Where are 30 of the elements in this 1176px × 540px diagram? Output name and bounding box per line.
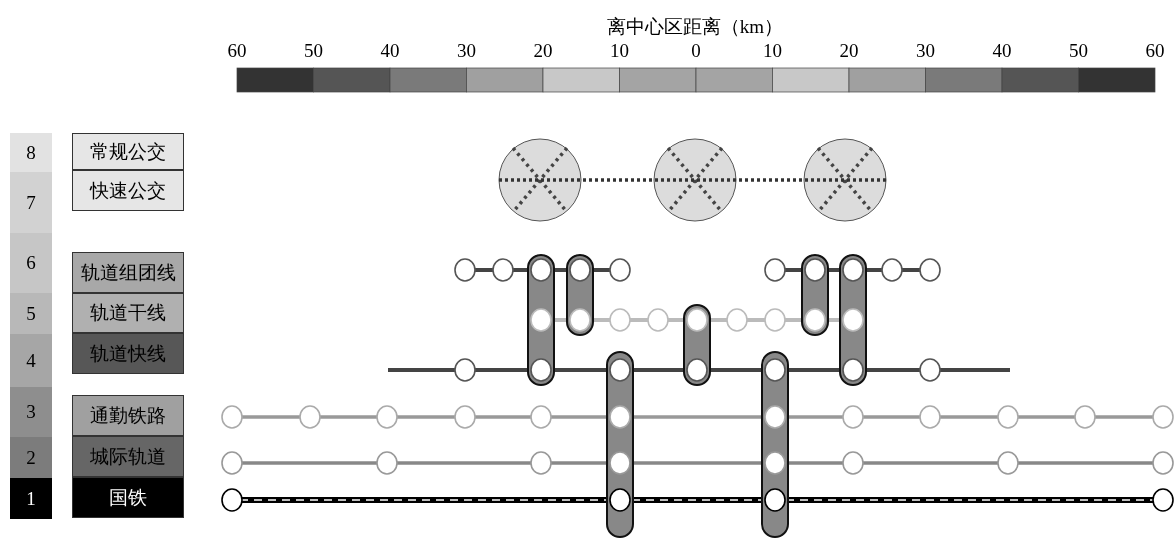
- line-type-box: 轨道干线: [72, 293, 184, 333]
- line-type-box: 快速公交: [72, 170, 184, 211]
- level-number-cell: 6: [10, 233, 52, 293]
- tick-label: 50: [1069, 40, 1088, 62]
- tick-label: 20: [533, 40, 553, 62]
- level-number-cell: 5: [10, 293, 52, 334]
- line-type-box: 轨道快线: [72, 333, 184, 374]
- tick-label: 20: [839, 40, 859, 62]
- tick-label: 10: [763, 40, 782, 62]
- level-number-cell: 2: [10, 437, 52, 478]
- line-type-box: 城际轨道: [72, 436, 184, 477]
- line-type-box: 常规公交: [72, 133, 184, 170]
- level-number-cell: 8: [10, 133, 52, 172]
- axis-title: 离中心区距离（km）: [606, 15, 784, 39]
- tick-label: 60: [227, 40, 247, 62]
- tick-label: 10: [610, 40, 629, 62]
- tick-label: 50: [304, 40, 323, 62]
- tick-label: 0: [691, 40, 701, 62]
- tick-label: 30: [916, 40, 935, 62]
- tick-label: 30: [457, 40, 476, 62]
- level-number-cell: 4: [10, 334, 52, 387]
- line-type-box: 通勤铁路: [72, 395, 184, 436]
- level-number-cell: 3: [10, 387, 52, 437]
- line-type-box: 国铁: [72, 477, 184, 518]
- level-number-cell: 7: [10, 172, 52, 233]
- line-type-box: 轨道组团线: [72, 252, 184, 293]
- tick-label: 40: [992, 40, 1012, 62]
- level-number-cell: 1: [10, 478, 52, 519]
- tick-label: 40: [380, 40, 400, 62]
- tick-label: 60: [1145, 40, 1165, 62]
